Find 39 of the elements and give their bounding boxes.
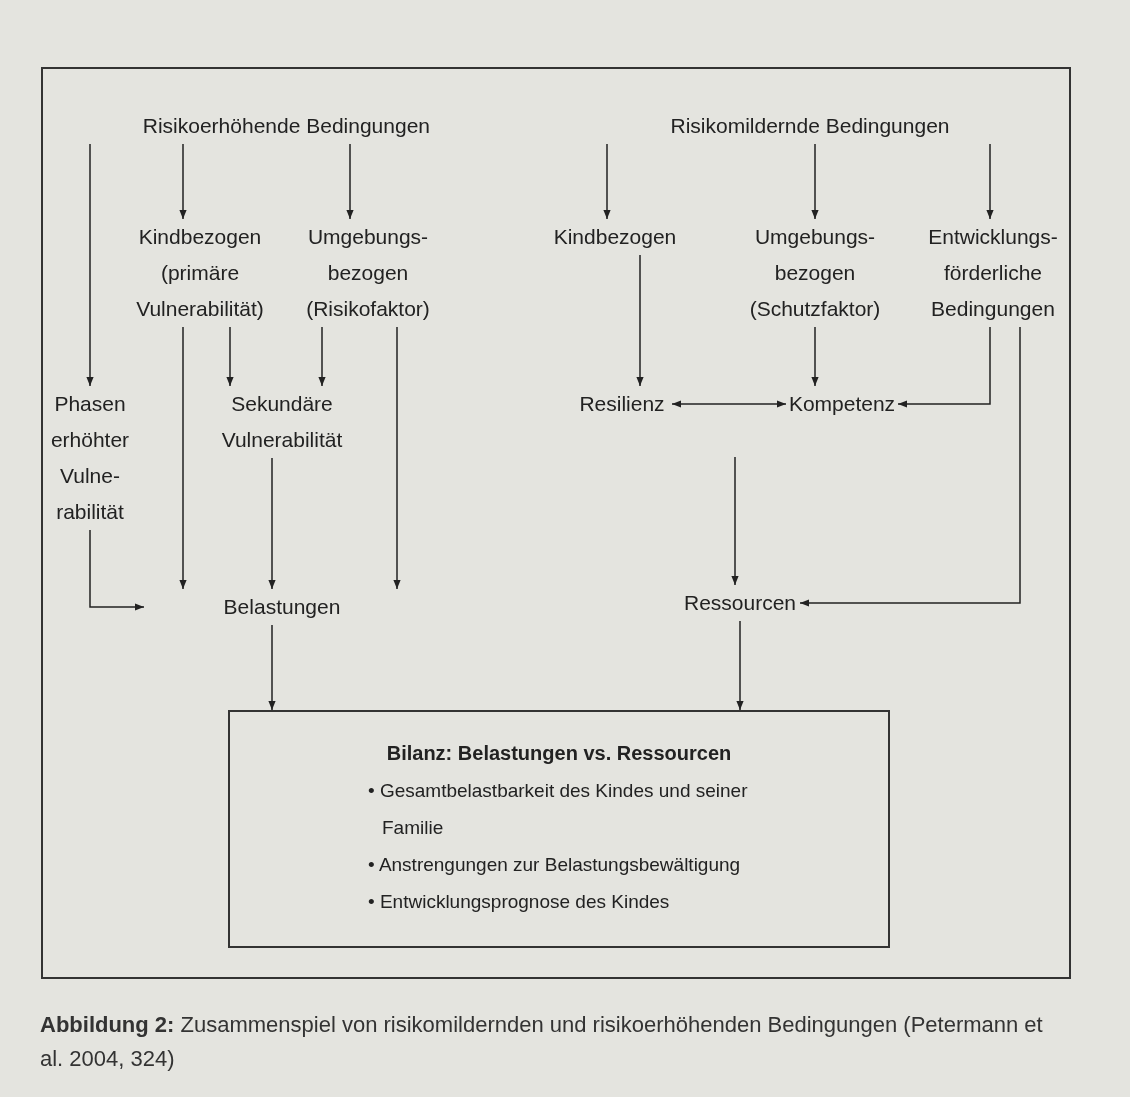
node-label: Resilienz (572, 386, 672, 422)
arrow (179, 326, 187, 590)
arrow (811, 326, 819, 387)
box-heading: Bilanz: Belastungen vs. Ressourcen (385, 741, 733, 766)
node-label: Sekundäre Vulnerabilität (197, 386, 367, 458)
arrow (268, 457, 276, 590)
bullet-item: • Entwicklungsprognose des Kindes (368, 890, 671, 914)
node-label: Kompetenz (786, 386, 898, 422)
arrow (897, 326, 991, 408)
node-label: Ressourcen (680, 585, 800, 621)
arrow (731, 456, 739, 586)
node-label: Umgebungs- bezogen (Schutzfaktor) (737, 219, 893, 327)
arrow (86, 143, 94, 387)
node-label: Kindbezogen (primäre Vulnerabilität) (125, 219, 275, 327)
arrow (799, 326, 1021, 607)
node-label: Kindbezogen (545, 219, 685, 255)
node-label: Risikoerhöhende Bedingungen (84, 108, 430, 144)
summary-box (228, 710, 890, 948)
arrow (636, 254, 644, 387)
arrow (318, 326, 326, 387)
arrow (89, 529, 145, 611)
arrow (226, 326, 234, 387)
arrow (736, 620, 744, 711)
node-label: Risikomildernde Bedingungen (660, 108, 960, 144)
arrow (671, 400, 787, 408)
arrow (393, 326, 401, 590)
arrow (811, 143, 819, 220)
node-label: Phasen erhöhter Vulne- rabilität (44, 386, 136, 530)
node-label: Entwicklungs- förderliche Bedingungen (923, 219, 1063, 327)
bullet-item: • Anstrengungen zur Belastungsbewältigung (368, 853, 742, 877)
figure-caption: Abbildung 2: Zusammenspiel von risikomildernden und risikoerhöhenden Bedingungen (Petermann et al. 2004, 324) (40, 1011, 1044, 1073)
arrow (179, 143, 187, 220)
arrow (346, 143, 354, 220)
node-label: Belastungen (144, 589, 420, 625)
bullet-item: • Gesamtbelastbarkeit des Kindes und seiner Familie (368, 779, 749, 840)
node-label: Umgebungs- bezogen (Risikofaktor) (298, 219, 438, 327)
arrow (986, 143, 994, 220)
arrow (268, 624, 276, 711)
arrow (603, 143, 611, 220)
